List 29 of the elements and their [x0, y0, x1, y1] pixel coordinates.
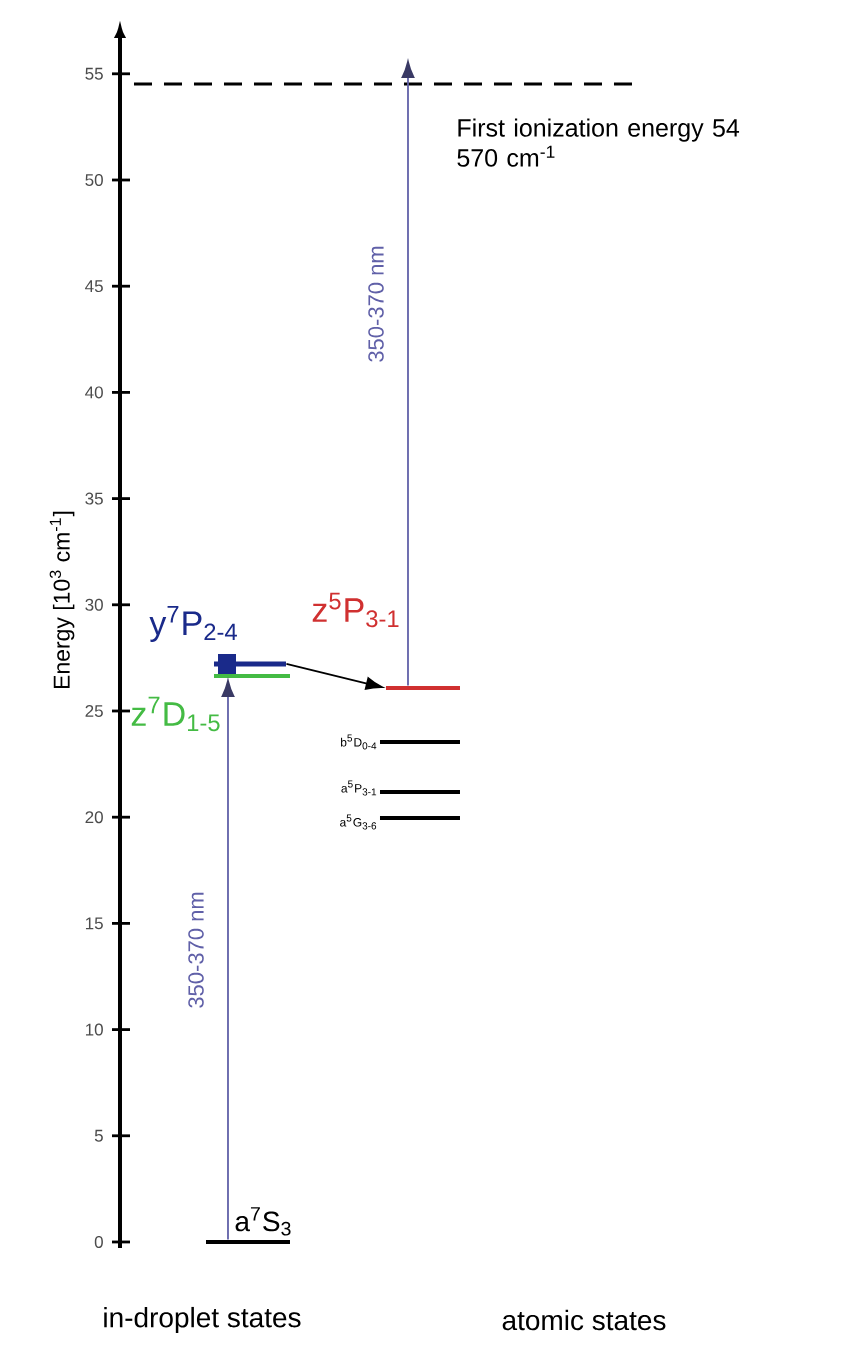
- column-label: atomic states: [502, 1309, 666, 1331]
- column-label: in-droplet states: [104, 1306, 301, 1333]
- tick-label: 55: [85, 67, 103, 80]
- edge-label: 350-370 nm: [366, 243, 386, 365]
- energy-level: y$^{7}$P$_{2-4}$: [149, 606, 286, 674]
- tick-label: 25: [85, 705, 103, 717]
- energy-level: z$^{7}$D$_{1-5}$: [131, 674, 290, 732]
- tick-label: 45: [85, 280, 103, 293]
- tick-label: 0: [94, 1235, 103, 1248]
- node-label: a$^{7}$S$_{3}$: [235, 1207, 291, 1236]
- ionization-line: First ionization energy 54 570 cm$^{-1}$: [134, 82, 740, 167]
- tick-label: 15: [86, 917, 103, 930]
- tick-label: 40: [85, 386, 103, 399]
- tick-label: 10: [86, 1023, 103, 1036]
- energy-level: a$^{7}$S$_{3}$: [206, 1207, 291, 1244]
- tick-label: 50: [85, 174, 103, 186]
- edge-label: 350-370 nm: [186, 889, 206, 1011]
- arrow: [285, 663, 383, 690]
- energy-level: z$^{5}$P$_{3-1}$: [312, 592, 460, 690]
- node-label: y$^{7}$P$_{2-4}$: [149, 606, 237, 642]
- axis-title: Energy [10$^{3}$ cm$^{-1}$]: [49, 511, 75, 689]
- node-label: z$^{7}$D$_{1-5}$: [131, 696, 220, 732]
- tick-label: 20: [85, 811, 103, 824]
- arrow: [401, 61, 415, 687]
- tick-label: 30: [85, 598, 103, 611]
- arrow: [221, 680, 235, 1241]
- node-label: z$^{5}$P$_{3-1}$: [312, 592, 399, 628]
- tick-label: 35: [85, 492, 103, 505]
- tick-label: 5: [94, 1129, 103, 1142]
